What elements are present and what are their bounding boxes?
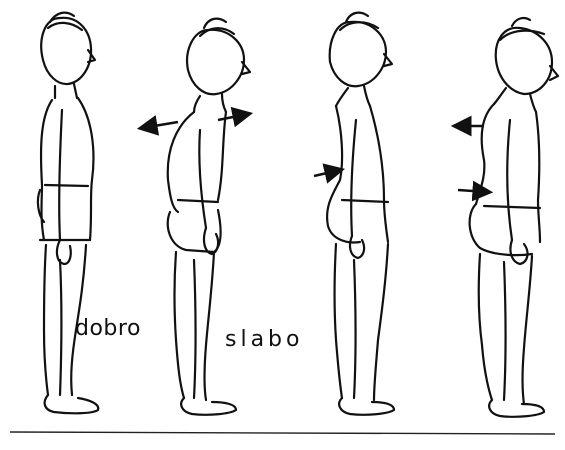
bad-posture-label: slabo [225,327,303,352]
baseline-rule [10,432,555,434]
figure-good-posture [38,13,98,414]
figure-bad-posture-3 [470,18,558,417]
arrow-figure-2-right [218,114,248,120]
arrow-figure-4-right [458,190,488,192]
arrow-figure-2-left [142,122,178,128]
good-posture-label: dobro [75,316,141,341]
figure-bad-posture-1 [168,19,250,415]
figure-bad-posture-2 [327,13,394,415]
arrow-figure-3-right [314,170,340,176]
